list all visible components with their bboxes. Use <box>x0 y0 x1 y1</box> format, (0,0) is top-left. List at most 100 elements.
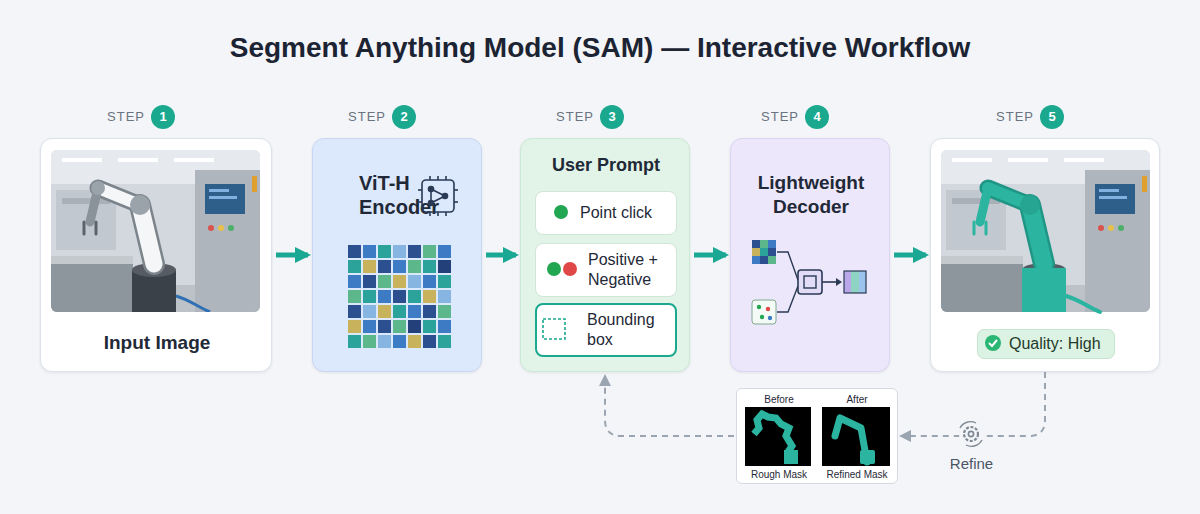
feature-cell <box>363 245 376 258</box>
feature-cell <box>408 320 421 333</box>
upper-arm <box>98 188 140 205</box>
feature-cell <box>363 335 376 348</box>
mask-output-stripe <box>851 271 859 293</box>
embed-cell <box>760 256 768 264</box>
net-link <box>430 189 432 203</box>
feature-cell <box>348 260 361 273</box>
step-number: 2 <box>392 105 416 129</box>
net-node <box>429 187 434 192</box>
refined-mask-shape <box>835 418 867 462</box>
refine-cycle-arrow <box>966 440 982 446</box>
mask-base <box>1022 268 1066 312</box>
feature-cell <box>423 335 436 348</box>
feature-cell <box>393 290 406 303</box>
feature-cell <box>378 335 391 348</box>
thumb-caption: Rough Mask <box>741 468 817 482</box>
feature-cell <box>363 305 376 318</box>
thumb-caption: Refined Mask <box>818 468 896 482</box>
feedback-arrow <box>605 376 734 436</box>
embed-cell <box>760 248 768 256</box>
chip-pin <box>437 176 439 180</box>
chip-pin <box>454 189 458 191</box>
prompt-token <box>757 305 761 309</box>
mask-gripper <box>973 222 976 234</box>
prompt-option: Positive + Negative <box>535 243 677 297</box>
feature-cell <box>408 290 421 303</box>
mask-output-stripe <box>844 271 851 293</box>
card-title: Lightweight Decoder <box>739 171 883 219</box>
prompt-token <box>768 316 772 320</box>
wrist <box>90 188 98 222</box>
flow-arrow <box>276 253 308 258</box>
feature-cell <box>393 335 406 348</box>
step-number: 3 <box>600 105 624 129</box>
chip-pin <box>429 212 431 216</box>
chip-pin <box>418 201 422 203</box>
feature-grid <box>348 245 451 348</box>
negative-point <box>563 262 577 276</box>
feature-cell <box>363 275 376 288</box>
net-node <box>443 194 448 199</box>
thumb-caption: After <box>822 393 892 407</box>
mask-thumbnail <box>745 407 811 466</box>
thumb-caption: Before <box>745 393 813 407</box>
refine-gear <box>964 427 978 441</box>
step-number: 1 <box>151 105 175 129</box>
feature-cell <box>438 275 451 288</box>
mask-outline <box>1030 205 1044 264</box>
quality-text: Quality: High <box>1009 330 1115 358</box>
gripper <box>83 222 86 234</box>
step-number: 4 <box>805 105 829 129</box>
positive-point <box>554 205 568 219</box>
mask-upper-arm <box>988 188 1030 205</box>
chip-pin <box>429 176 431 180</box>
chip-pin <box>437 212 439 216</box>
feature-cell <box>363 290 376 303</box>
decoder-output-head <box>836 278 842 286</box>
feature-cell <box>423 275 436 288</box>
check-mark <box>989 340 997 346</box>
chip-pin <box>454 201 458 203</box>
prompt-option-selected: Bounding box <box>535 303 677 357</box>
network-chip-icon <box>418 176 458 216</box>
step-label: STEP <box>334 105 386 129</box>
rough-mask-base <box>784 450 798 464</box>
mask-lower-arm <box>1030 205 1044 264</box>
card-title: User Prompt <box>521 153 691 177</box>
net-link <box>431 189 445 196</box>
refine-icon-bg <box>959 422 983 446</box>
feature-cell <box>363 320 376 333</box>
option-text: Positive + Negative <box>588 250 674 290</box>
feature-cell <box>393 305 406 318</box>
embed-cell <box>752 248 760 256</box>
feature-cell <box>408 305 421 318</box>
embed-cell <box>768 240 776 248</box>
prompt-token-box <box>752 300 776 324</box>
feature-cell <box>363 260 376 273</box>
feature-cell <box>348 275 361 288</box>
feature-cell <box>378 290 391 303</box>
feature-cell <box>393 245 406 258</box>
feature-cell <box>408 335 421 348</box>
feature-cell <box>348 305 361 318</box>
rough-mask-shape <box>754 414 792 462</box>
feature-cell <box>438 320 451 333</box>
flow-arrow <box>894 253 926 258</box>
prompt-token <box>760 315 764 319</box>
net-node <box>429 201 434 206</box>
feature-cell <box>378 275 391 288</box>
refine-cycle-arrow <box>960 422 976 428</box>
refined-mask-base <box>860 450 875 464</box>
mask-joint <box>1020 195 1040 215</box>
arm-outline <box>98 188 140 205</box>
mask-output-stripe <box>859 271 866 293</box>
option-text: Point click <box>580 203 674 223</box>
feature-cell <box>408 275 421 288</box>
net-link <box>431 196 445 203</box>
diagram-title: Segment Anything Model (SAM) — Interacti… <box>0 30 1200 66</box>
quality-pill: Quality: High <box>977 329 1115 359</box>
step-label: STEP <box>982 105 1034 129</box>
chip-pin <box>445 212 447 216</box>
feature-cell <box>423 320 436 333</box>
arm-joint <box>91 181 105 195</box>
